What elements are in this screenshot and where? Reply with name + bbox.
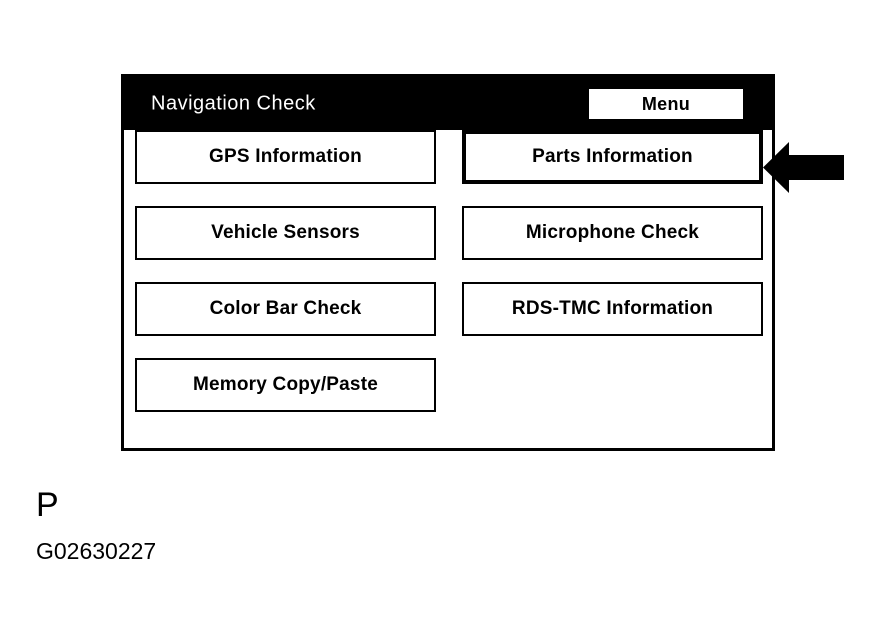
menu-item-label: GPS Information bbox=[209, 146, 362, 167]
menu-item-label: Color Bar Check bbox=[209, 298, 362, 319]
menu-item-label: Parts Information bbox=[532, 146, 693, 167]
menu-button-grid: GPS Information Vehicle Sensors Color Ba… bbox=[124, 130, 772, 448]
menu-button-label: Menu bbox=[641, 93, 691, 114]
menu-item-color-bar-check[interactable]: Color Bar Check bbox=[135, 282, 436, 336]
menu-item-label: Memory Copy/Paste bbox=[192, 374, 378, 395]
menu-column-right: Parts Information Microphone Check RDS-T… bbox=[462, 130, 763, 358]
title-bar: Navigation Check Menu bbox=[124, 77, 772, 130]
page-title: Navigation Check bbox=[151, 92, 316, 114]
figure-caption: P G02630227 bbox=[36, 486, 336, 565]
menu-item-label: RDS-TMC Information bbox=[511, 298, 714, 319]
menu-item-gps-information[interactable]: GPS Information bbox=[135, 130, 436, 184]
menu-item-rds-tmc-information[interactable]: RDS-TMC Information bbox=[462, 282, 763, 336]
menu-item-memory-copy-paste[interactable]: Memory Copy/Paste bbox=[135, 358, 436, 412]
menu-button[interactable]: Menu bbox=[589, 89, 743, 119]
menu-item-microphone-check[interactable]: Microphone Check bbox=[462, 206, 763, 260]
menu-column-left: GPS Information Vehicle Sensors Color Ba… bbox=[135, 130, 436, 434]
figure-code: G02630227 bbox=[36, 538, 157, 564]
caption-letter: P bbox=[36, 486, 59, 524]
menu-item-label: Microphone Check bbox=[525, 222, 700, 243]
navigation-screen-frame: Navigation Check Menu GPS Information Ve… bbox=[121, 74, 775, 451]
menu-item-vehicle-sensors[interactable]: Vehicle Sensors bbox=[135, 206, 436, 260]
menu-item-label: Vehicle Sensors bbox=[211, 222, 360, 243]
menu-item-parts-information[interactable]: Parts Information bbox=[462, 130, 763, 184]
arrow-left-icon bbox=[763, 142, 844, 193]
